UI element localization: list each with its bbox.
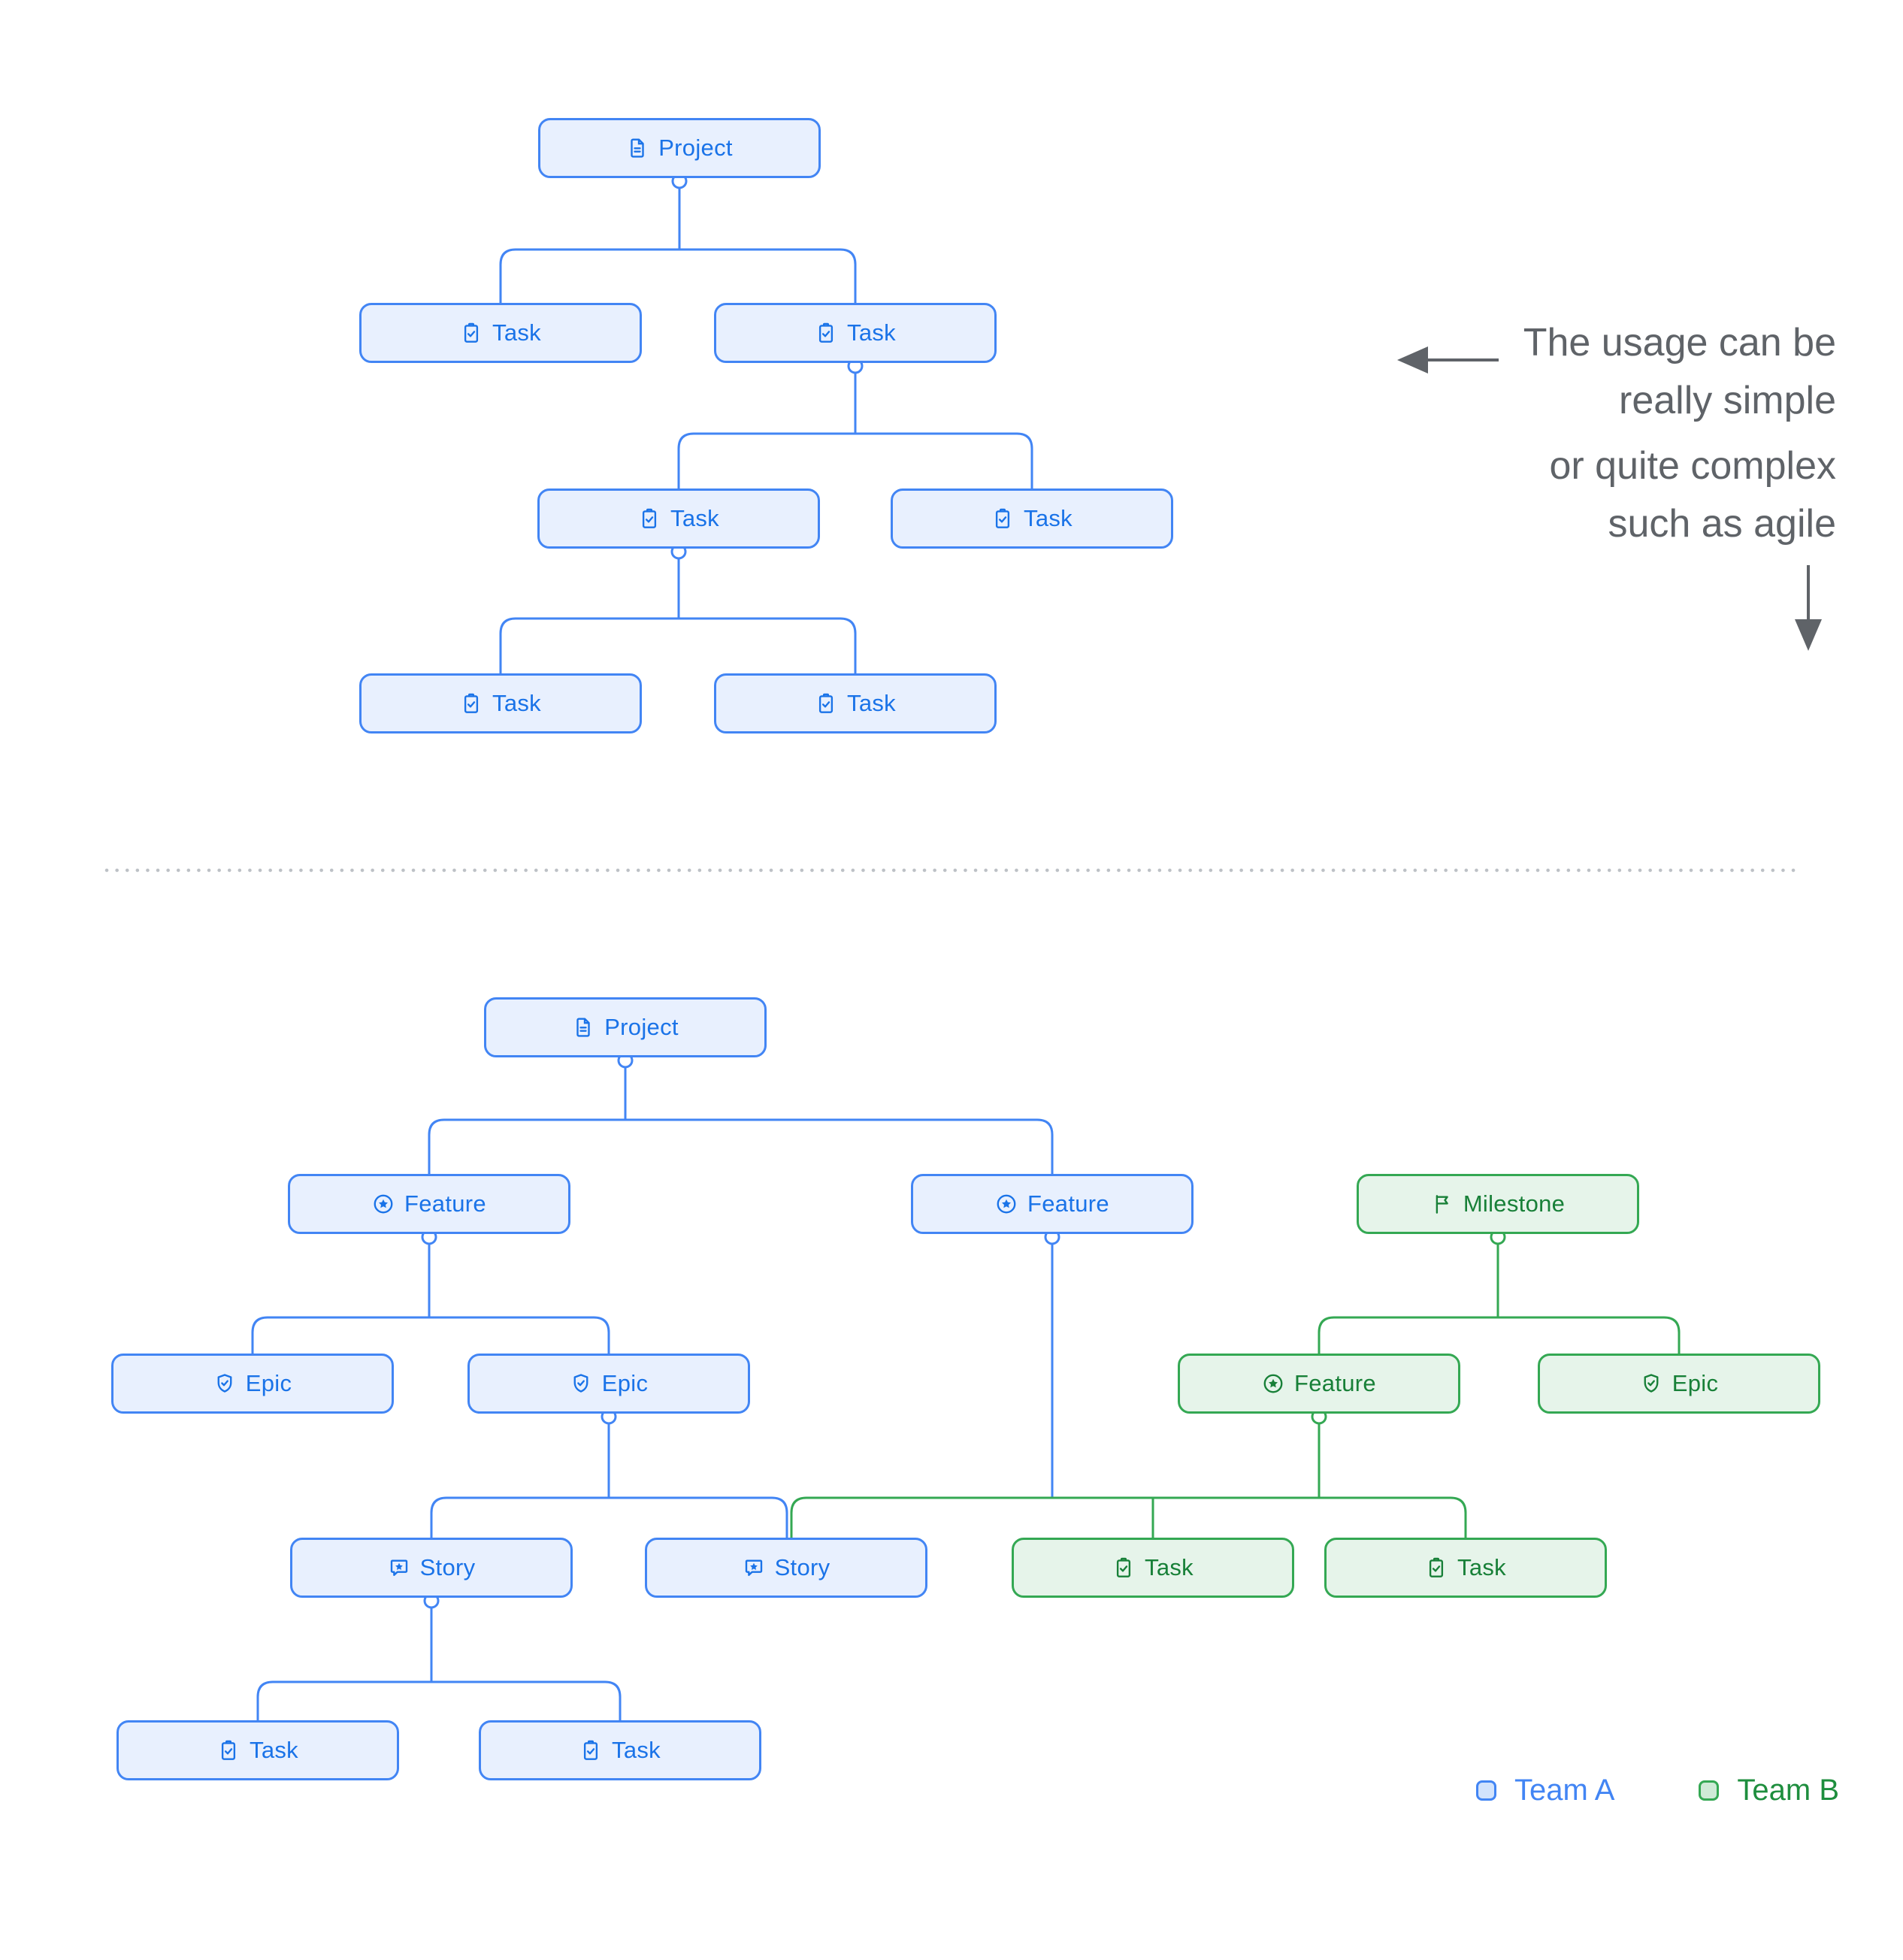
node-story[interactable]: Story <box>290 1538 573 1598</box>
node-epic[interactable]: Epic <box>1538 1354 1820 1414</box>
node-label: Project <box>658 135 733 161</box>
node-task[interactable]: Task <box>714 303 997 363</box>
epic-icon <box>570 1372 592 1395</box>
document-icon <box>626 137 649 159</box>
node-task[interactable]: Task <box>1324 1538 1607 1598</box>
task-icon <box>460 692 483 715</box>
node-task[interactable]: Task <box>891 488 1173 549</box>
annotation-block-1: The usage can be really simple <box>1523 321 1836 422</box>
node-project-complex[interactable]: Project <box>484 997 767 1057</box>
epic-icon <box>213 1372 236 1395</box>
node-feature[interactable]: Feature <box>288 1174 570 1234</box>
left-arrow <box>1397 346 1499 374</box>
down-arrow <box>1795 565 1822 651</box>
node-label: Story <box>419 1554 476 1580</box>
node-task[interactable]: Task <box>714 673 997 733</box>
team-a-connectors <box>251 185 1054 1720</box>
legend-item-team-a: Team A <box>1476 1774 1614 1807</box>
node-label: Epic <box>1672 1370 1719 1396</box>
task-icon <box>1112 1556 1135 1579</box>
node-label: Feature <box>404 1190 486 1217</box>
node-task[interactable]: Task <box>479 1720 761 1780</box>
node-task[interactable]: Task <box>359 673 642 733</box>
feature-icon <box>995 1193 1018 1215</box>
team-a-swatch <box>1476 1780 1496 1801</box>
task-icon <box>579 1739 602 1762</box>
node-label: Milestone <box>1463 1190 1566 1217</box>
node-label: Feature <box>1027 1190 1109 1217</box>
node-label: Story <box>774 1554 830 1580</box>
node-label: Epic <box>245 1370 292 1396</box>
task-icon <box>815 322 837 344</box>
document-icon <box>572 1016 594 1039</box>
story-icon <box>388 1556 410 1579</box>
node-project-simple[interactable]: Project <box>538 118 821 178</box>
node-story[interactable]: Story <box>645 1538 927 1598</box>
legend-label: Team B <box>1737 1774 1840 1807</box>
milestone-icon <box>1431 1193 1454 1215</box>
node-feature[interactable]: Feature <box>1178 1354 1460 1414</box>
node-label: Task <box>1024 505 1073 531</box>
node-label: Task <box>1457 1554 1506 1580</box>
task-icon <box>638 507 661 530</box>
node-task[interactable]: Task <box>537 488 820 549</box>
node-feature[interactable]: Feature <box>911 1174 1194 1234</box>
node-label: Task <box>492 319 541 346</box>
task-icon <box>815 692 837 715</box>
team-b-swatch <box>1699 1780 1720 1801</box>
node-task[interactable]: Task <box>116 1720 399 1780</box>
node-label: Epic <box>601 1370 649 1396</box>
node-task[interactable]: Task <box>359 303 642 363</box>
task-icon <box>217 1739 240 1762</box>
node-milestone[interactable]: Milestone <box>1357 1174 1639 1234</box>
task-icon <box>1425 1556 1448 1579</box>
node-task[interactable]: Task <box>1012 1538 1294 1598</box>
annotation-block-2: or quite complex such as agile <box>1549 443 1836 546</box>
node-label: Task <box>1145 1554 1194 1580</box>
story-icon <box>743 1556 765 1579</box>
node-label: Task <box>492 690 541 716</box>
node-label: Task <box>847 690 896 716</box>
feature-icon <box>1262 1372 1284 1395</box>
node-label: Project <box>604 1014 679 1040</box>
epic-icon <box>1640 1372 1662 1395</box>
node-label: Feature <box>1294 1370 1376 1396</box>
node-epic[interactable]: Epic <box>467 1354 750 1414</box>
node-label: Task <box>250 1737 298 1763</box>
node-label: Task <box>847 319 896 346</box>
node-epic[interactable]: Epic <box>111 1354 394 1414</box>
annotation-text: The usage can be really simple or quite … <box>1523 314 1836 553</box>
feature-icon <box>372 1193 395 1215</box>
task-icon <box>460 322 483 344</box>
node-label: Task <box>670 505 719 531</box>
node-label: Task <box>612 1737 661 1763</box>
legend-label: Team A <box>1514 1774 1615 1807</box>
team-b-connectors <box>790 1241 1681 1538</box>
task-icon <box>991 507 1014 530</box>
legend-item-team-b: Team B <box>1699 1774 1839 1807</box>
legend: Team A Team B <box>1476 1774 1839 1807</box>
